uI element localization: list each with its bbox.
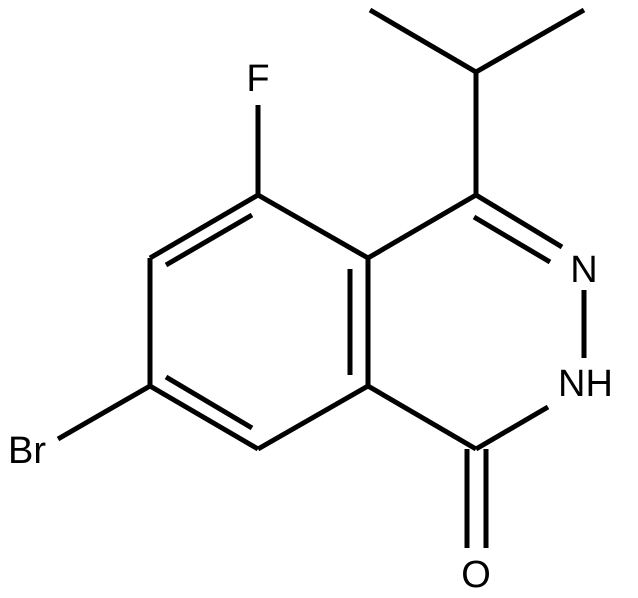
bond-methyl-right <box>474 7 586 75</box>
fluorine-label: F <box>246 58 269 100</box>
bond-c7-c8-inner <box>164 374 254 431</box>
bond-c7-c8 <box>148 383 260 452</box>
bromine-label: Br <box>8 430 46 472</box>
bond-c4a-c5 <box>256 192 370 261</box>
bond-c5-c6 <box>148 192 260 261</box>
atom-labels: F Br N NH O <box>8 58 613 596</box>
bond-c4-n3-double <box>474 192 564 250</box>
nh-label: NH <box>558 363 613 405</box>
bond-c8-c8a <box>256 383 370 452</box>
bond-c5-c6-inner <box>164 212 254 268</box>
bond-n2-c1 <box>474 404 550 452</box>
bond-c4a-c4 <box>366 192 478 261</box>
oxygen-label: O <box>461 554 491 596</box>
bonds <box>56 7 587 548</box>
bond-c1-c8a <box>366 383 478 452</box>
bond-methyl-left <box>368 7 478 75</box>
bond-c4-n3-double-inner <box>472 214 552 265</box>
bond-c7-br <box>56 383 152 442</box>
nitrogen-label: N <box>570 249 597 291</box>
